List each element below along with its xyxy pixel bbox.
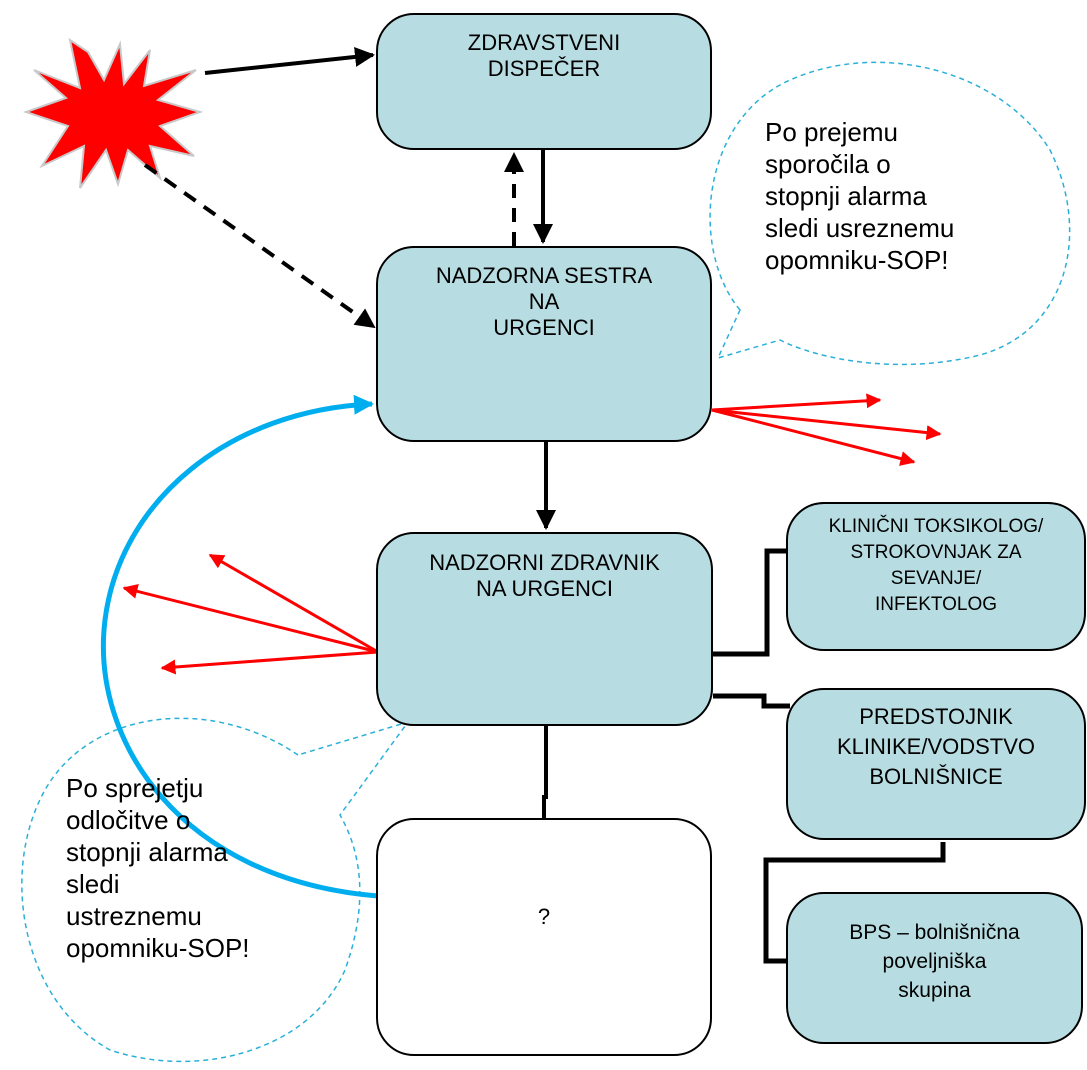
- connector-doctor-alarm: [542, 726, 548, 822]
- nurse-box: NADZORNA SESTRA NA URGENCI: [376, 246, 712, 442]
- dispatcher-label: ZDRAVSTVENI DISPEČER: [467, 30, 621, 81]
- callout-bottom-left-text: Po sprejetju odločitve o stopnji alarma …: [66, 773, 250, 963]
- doctor-box: NADZORNI ZDRAVNIK NA URGENCI: [376, 532, 713, 726]
- head-label: PREDSTOJNIK KLINIKE/VODSTVO BOLNIŠNICE: [836, 704, 1036, 789]
- dispatcher-box: ZDRAVSTVENI DISPEČER: [376, 13, 712, 150]
- red-arrow-doctor-3: [160, 650, 379, 675]
- connector-head-bps: [763, 842, 946, 964]
- toxicologist-box: KLINIČNI TOKSIKOLOG/ STROKOVNJAK ZA SEVA…: [786, 502, 1086, 651]
- arrow-explosion-dispatcher: [204, 46, 375, 75]
- bps-label: BPS – bolnišnična poveljniška skupina: [849, 921, 1020, 1002]
- red-arrow-nurse-2: [711, 408, 942, 441]
- head-box: PREDSTOJNIK KLINIKE/VODSTVO BOLNIŠNICE: [786, 688, 1086, 840]
- connector-doctor-toxicologist: [713, 548, 790, 657]
- doctor-label: NADZORNI ZDRAVNIK NA URGENCI: [429, 550, 660, 601]
- red-arrow-doctor-2: [122, 584, 379, 654]
- connector-doctor-head: [713, 693, 790, 709]
- alarm-box: ?: [376, 818, 712, 1056]
- red-arrow-nurse-1: [711, 393, 882, 412]
- red-arrow-nurse-3: [711, 408, 916, 466]
- callout-top-right-bubble: [709, 61, 1071, 366]
- nurse-label: NADZORNA SESTRA NA URGENCI: [435, 263, 653, 340]
- arrow-explosion-nurse: [143, 163, 376, 329]
- alarm-question-mark: ?: [537, 904, 551, 929]
- bps-box: BPS – bolnišnična poveljniška skupina: [786, 892, 1083, 1044]
- callout-top-right-text: Po prejemu sporočila o stopnji alarma sl…: [765, 117, 955, 275]
- explosion-icon: [22, 37, 204, 189]
- red-arrow-doctor-1: [208, 553, 379, 654]
- blue-feedback-arrow: [100, 394, 379, 899]
- toxicologist-label: KLINIČNI TOKSIKOLOG/ STROKOVNJAK ZA SEVA…: [828, 516, 1044, 615]
